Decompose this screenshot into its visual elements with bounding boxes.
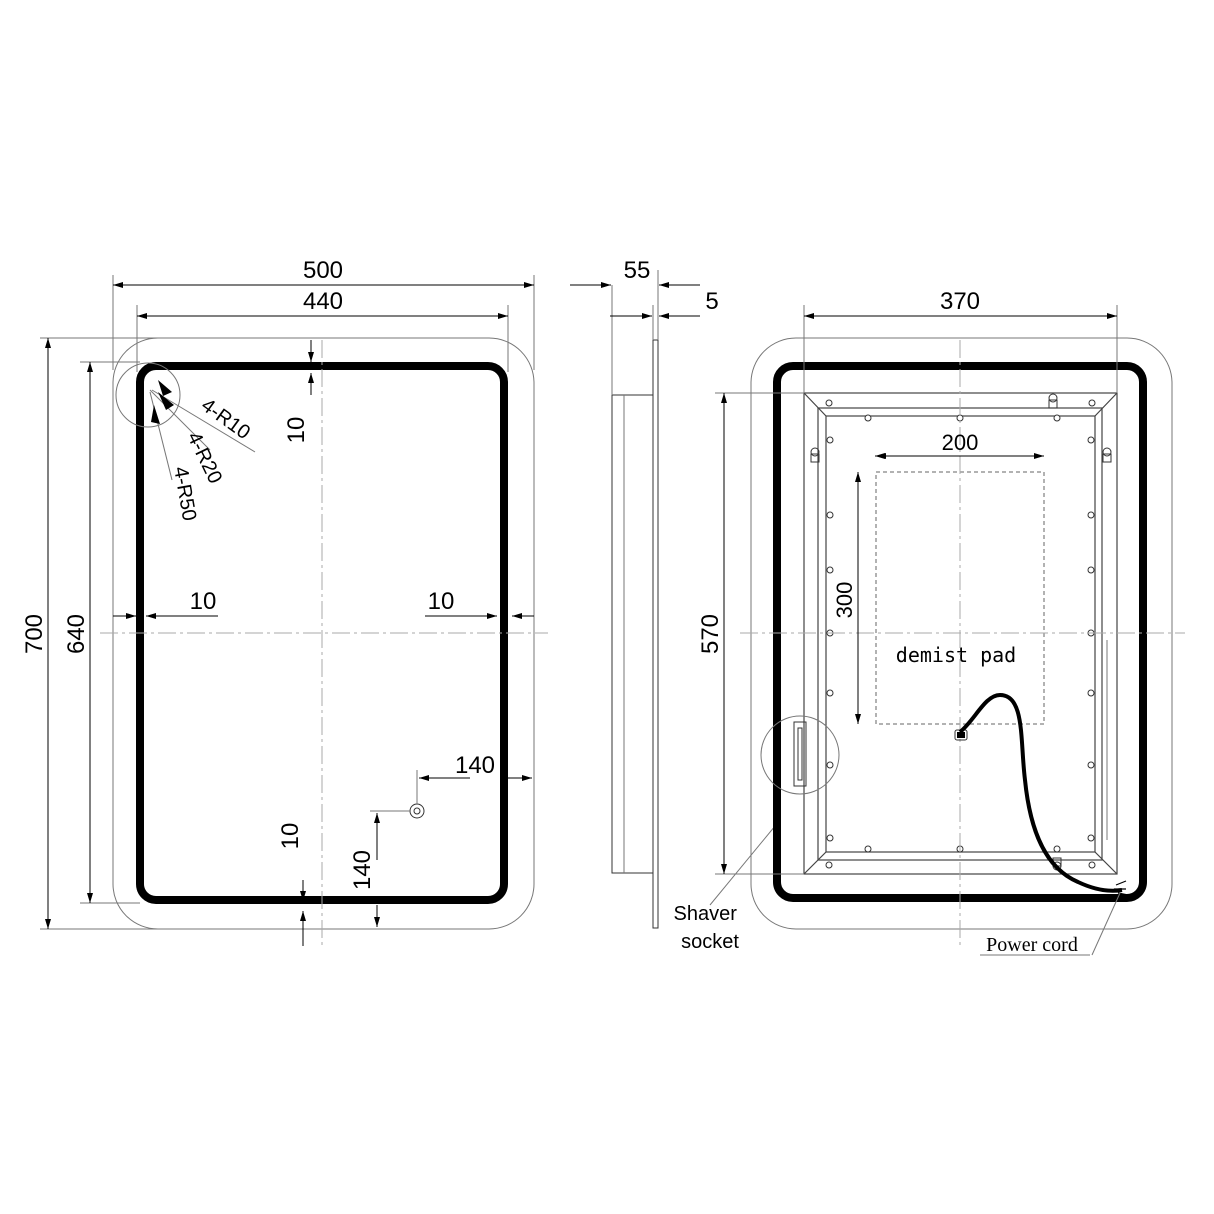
dim-frame-height: 570 xyxy=(697,614,724,654)
shaver-socket-callout xyxy=(760,715,840,795)
shaver-socket-line1: Shaver xyxy=(674,903,738,925)
keyhole-hanger-right xyxy=(1102,447,1112,463)
dim-led-height: 640 xyxy=(63,614,90,654)
side-glass xyxy=(652,339,659,929)
keyhole-hanger-top xyxy=(1048,393,1058,409)
keyhole-hanger-left xyxy=(810,447,820,463)
dim-left-inset: 10 xyxy=(190,588,217,615)
dim-overall-height: 700 xyxy=(21,614,48,654)
dim-overall-width: 500 xyxy=(303,257,343,284)
touch-switch xyxy=(409,803,425,819)
dim-bottom-inset: 10 xyxy=(277,823,304,850)
dim-frame-width: 370 xyxy=(940,288,980,315)
power-cord xyxy=(958,692,1123,893)
dim-pad-height: 300 xyxy=(832,582,857,619)
dim-pad-width: 200 xyxy=(942,430,979,455)
back-view: demist pad 200 300 370 570 xyxy=(697,288,1185,956)
side-view: 55 5 Shaver socket xyxy=(570,257,781,953)
shaver-socket-label: Shaver socket xyxy=(674,903,743,953)
front-view: 500 440 700 640 10 10 10 4 xyxy=(21,257,548,946)
frame-screws xyxy=(825,399,1096,869)
dim-glass-thickness: 5 xyxy=(705,288,718,315)
dim-depth: 55 xyxy=(624,257,651,284)
radius-label-r50: 4-R50 xyxy=(169,465,200,522)
dim-top-inset: 10 xyxy=(283,417,310,444)
dim-switch-from-bottom: 140 xyxy=(349,850,376,890)
shaver-socket-line2: socket xyxy=(681,931,739,953)
dim-switch-from-right: 140 xyxy=(455,752,495,779)
power-cord-label: Power cord xyxy=(986,934,1078,956)
shaver-socket xyxy=(793,721,807,787)
demist-pad-label: demist pad xyxy=(896,643,1016,667)
dim-led-width: 440 xyxy=(303,288,343,315)
dim-right-inset: 10 xyxy=(428,588,455,615)
side-cabinet xyxy=(611,394,654,874)
